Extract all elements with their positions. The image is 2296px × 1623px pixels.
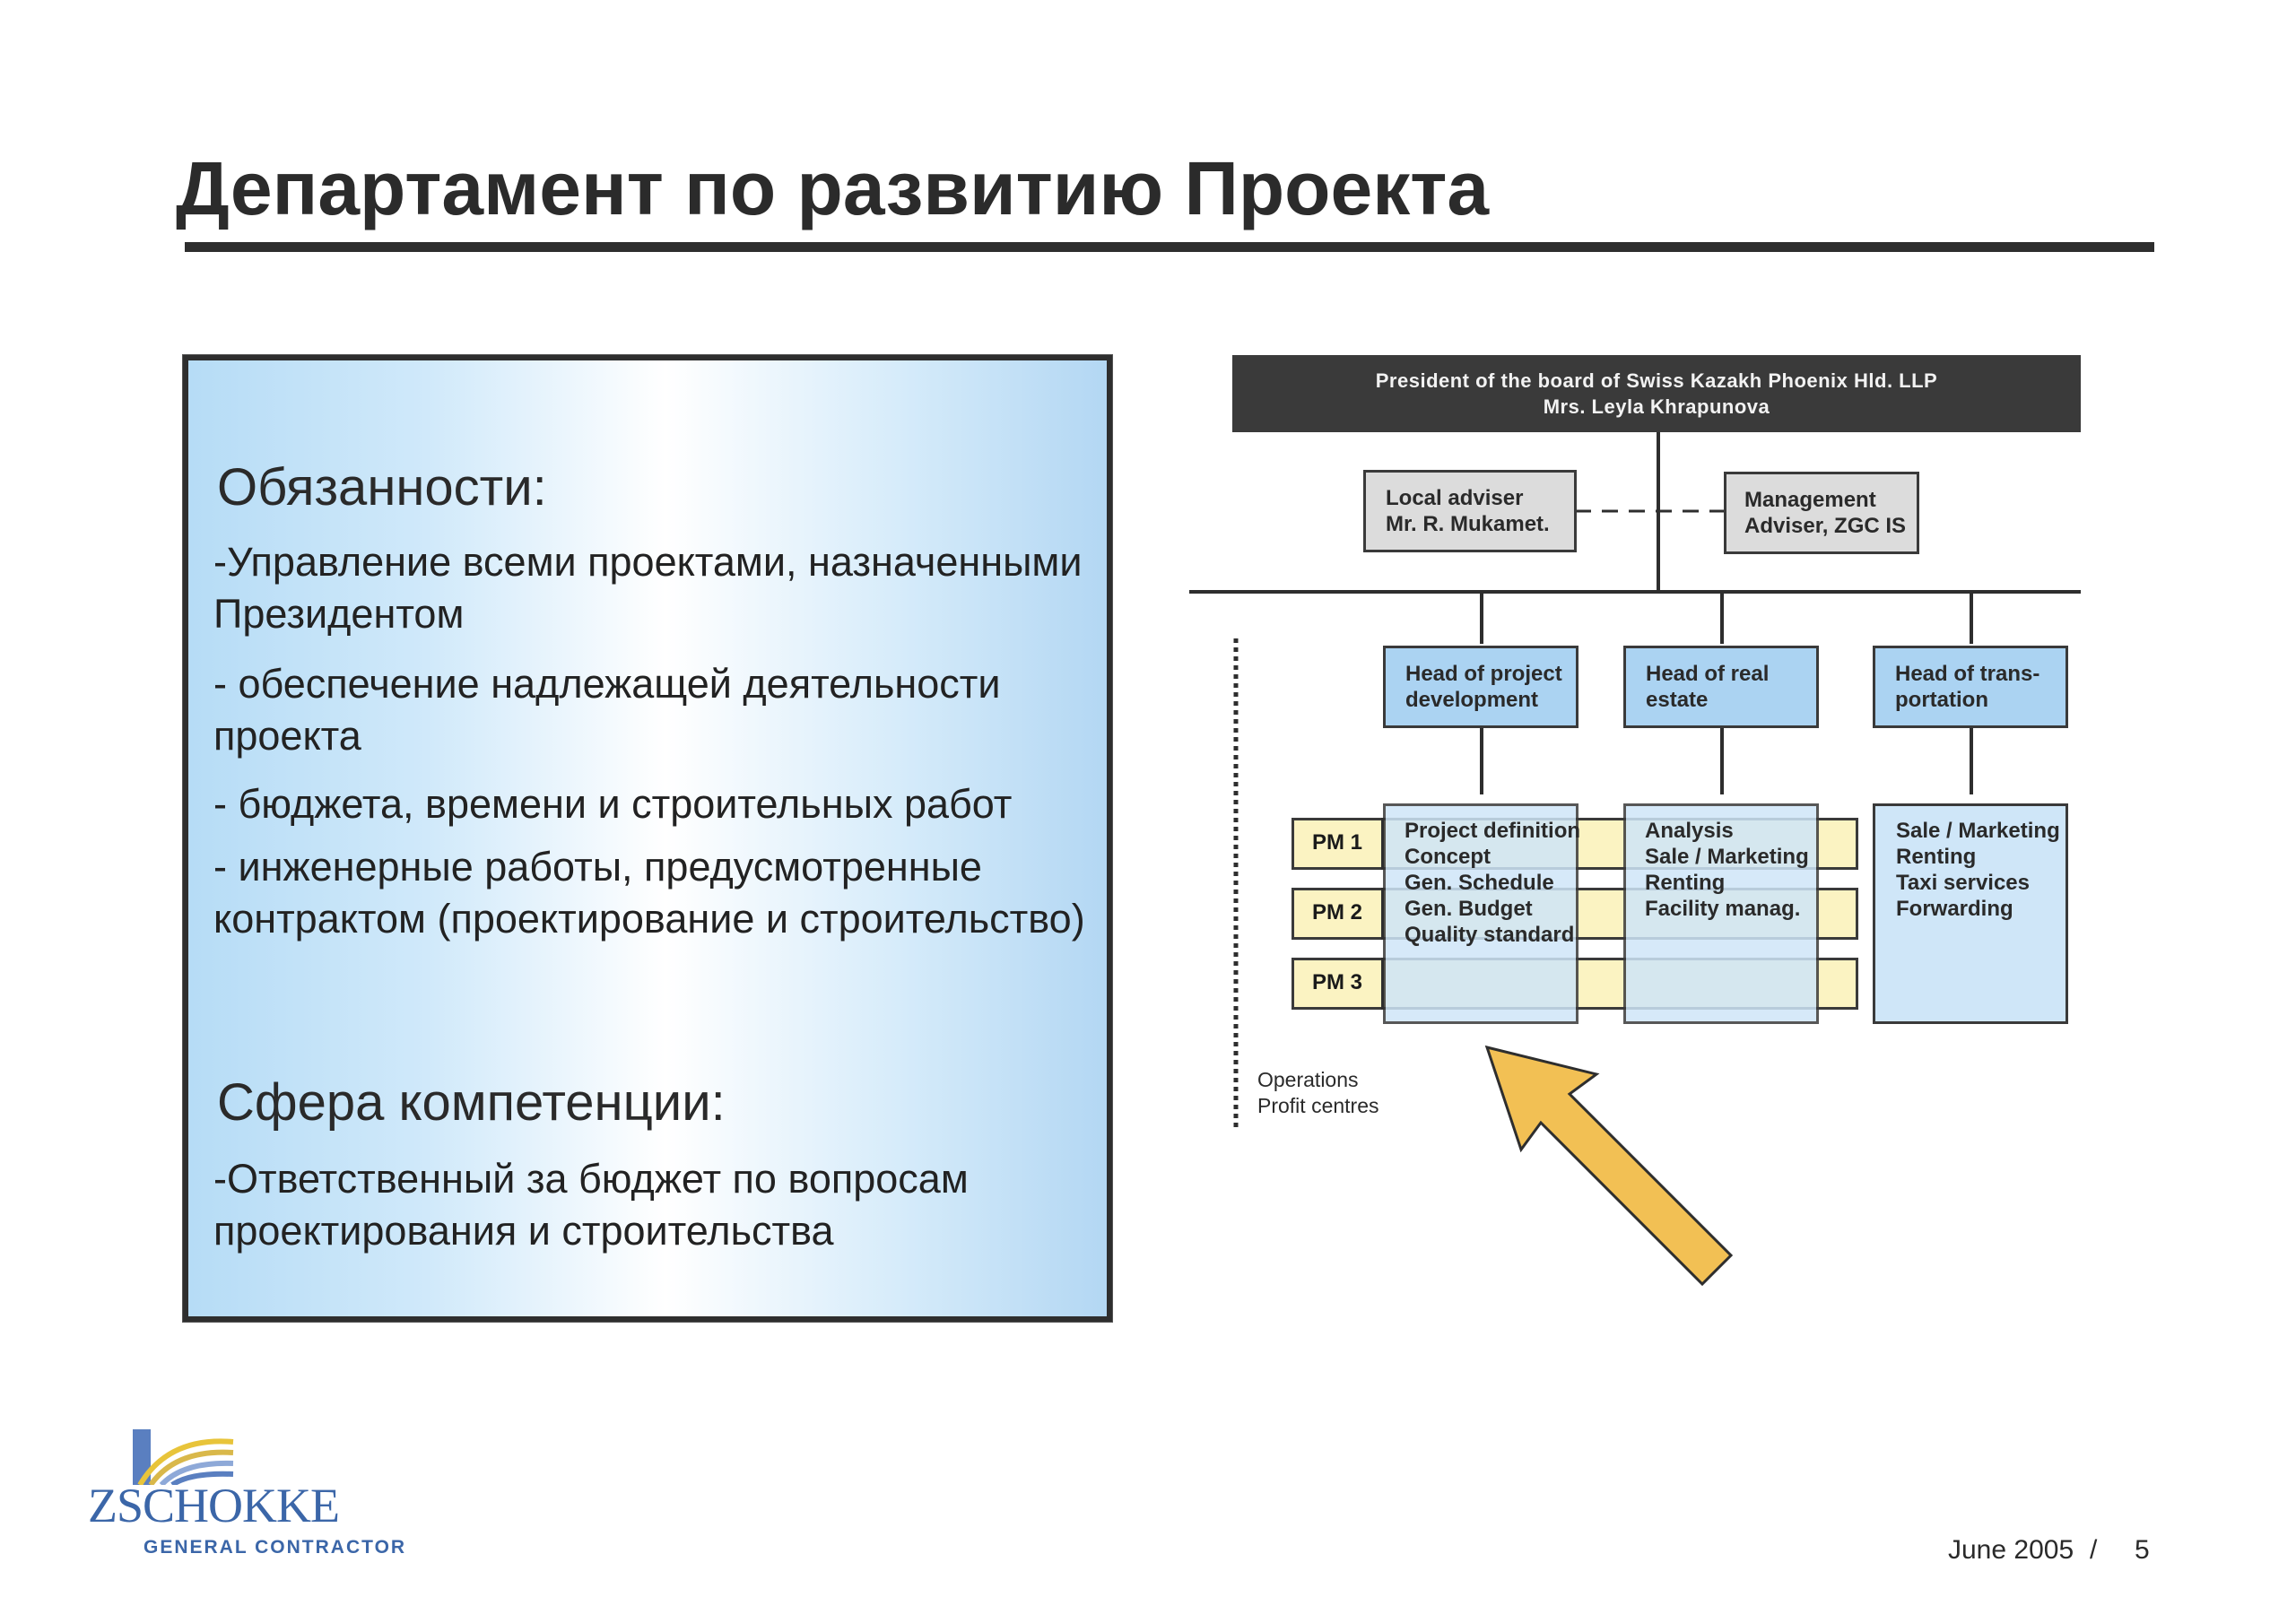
transport-task: Sale / Marketing xyxy=(1896,819,2060,843)
arrow-icon xyxy=(1484,1045,1734,1287)
project-task: Quality standard xyxy=(1405,923,1575,947)
horizontal-connector xyxy=(1189,590,2081,594)
responsibilities-panel: Обязанности: -Управление всеми проектами… xyxy=(183,355,1112,1322)
real-estate-task: Renting xyxy=(1645,871,1726,895)
real-estate-task: Sale / Marketing xyxy=(1645,845,1809,869)
connector-project-down xyxy=(1480,726,1483,794)
head-transportation-box: Head of trans- portation xyxy=(1873,646,2068,728)
local-adviser-title: Local adviser xyxy=(1386,486,1524,510)
transport-task: Forwarding xyxy=(1896,897,2013,921)
operations-label: Operations Profit centres xyxy=(1257,1067,1379,1119)
page-number: 5 xyxy=(2135,1535,2150,1565)
pm3-label: PM 3 xyxy=(1311,970,1362,994)
zschokke-logo-icon xyxy=(133,1429,234,1485)
real-estate-task: Analysis xyxy=(1645,819,1734,843)
footer-separator: / xyxy=(2090,1535,2098,1565)
head-project-development-box: Head of project development xyxy=(1383,646,1578,728)
connector-realestate-down xyxy=(1720,726,1724,794)
logo-wordmark: ZSCHOKKE xyxy=(88,1479,340,1532)
pm1-label: PM 1 xyxy=(1311,830,1362,855)
competence-item: -Ответственный за бюджет по вопросам про… xyxy=(213,1156,969,1254)
real-estate-tasks-column xyxy=(1623,803,1819,1024)
pm1-divider xyxy=(1381,818,1384,870)
head-label: estate xyxy=(1646,688,1709,712)
head-label: Head of trans- xyxy=(1895,662,2040,686)
pm2-label: PM 2 xyxy=(1311,900,1362,924)
responsibilities-heading: Обязанности: xyxy=(217,458,547,516)
head-real-estate-box: Head of real estate xyxy=(1623,646,1819,728)
project-tasks-column xyxy=(1383,803,1578,1024)
project-task: Project definition xyxy=(1405,819,1581,843)
page-title: Департамент по развитию Проекта xyxy=(176,146,1490,230)
operations-dotted-line xyxy=(1233,638,1239,1130)
head-label: Head of real xyxy=(1646,662,1770,686)
president-title: President of the board of Swiss Kazakh P… xyxy=(1375,369,1938,392)
project-task: Concept xyxy=(1405,845,1491,869)
management-adviser-title: Management xyxy=(1744,488,1876,512)
president-connector xyxy=(1657,432,1660,594)
management-adviser-name: Adviser, ZGC IS xyxy=(1744,514,1907,538)
connector-transport xyxy=(1970,592,1973,644)
title-underline xyxy=(185,242,2154,252)
connector-realestate xyxy=(1720,592,1724,644)
transport-task: Renting xyxy=(1896,845,1977,869)
head-label: development xyxy=(1405,688,1539,712)
connector-transport-down xyxy=(1970,726,1973,794)
project-task: Gen. Budget xyxy=(1405,897,1533,921)
local-adviser-box: Local adviser Mr. R. Mukamet. xyxy=(1363,470,1577,552)
profit-centres-line: Profit centres xyxy=(1257,1094,1379,1117)
project-task: Gen. Schedule xyxy=(1405,871,1554,895)
pm2-divider xyxy=(1381,888,1384,940)
transport-tasks-column xyxy=(1873,803,2068,1024)
management-adviser-box: Management Adviser, ZGC IS xyxy=(1724,472,1919,554)
real-estate-task: Facility manag. xyxy=(1645,897,1801,921)
president-name: Mrs. Leyla Khrapunova xyxy=(1543,395,1770,418)
head-label: portation xyxy=(1895,688,1988,712)
competence-heading: Сфера компетенции: xyxy=(217,1073,726,1132)
president-box: President of the board of Swiss Kazakh P… xyxy=(1232,355,2081,432)
head-label: Head of project xyxy=(1405,662,1562,686)
connector-project xyxy=(1480,592,1483,644)
responsibility-item: -Управление всеми проектами, назначенным… xyxy=(213,539,1083,637)
footer-date: June 2005 xyxy=(1948,1535,2074,1565)
responsibility-item: - обеспечение надлежащей деятельности пр… xyxy=(213,661,1001,759)
logo-subtitle: GENERAL CONTRACTOR xyxy=(144,1537,407,1558)
transport-task: Taxi services xyxy=(1896,871,2031,895)
responsibility-item: - бюджета, времени и строительных работ xyxy=(213,781,1013,827)
responsibility-item: - инженерные работы, предусмотренные кон… xyxy=(213,844,1085,942)
adviser-dashed-link xyxy=(1575,509,1724,513)
operations-line: Operations xyxy=(1257,1068,1359,1091)
pm3-divider xyxy=(1381,958,1384,1010)
local-adviser-name: Mr. R. Mukamet. xyxy=(1386,512,1550,536)
